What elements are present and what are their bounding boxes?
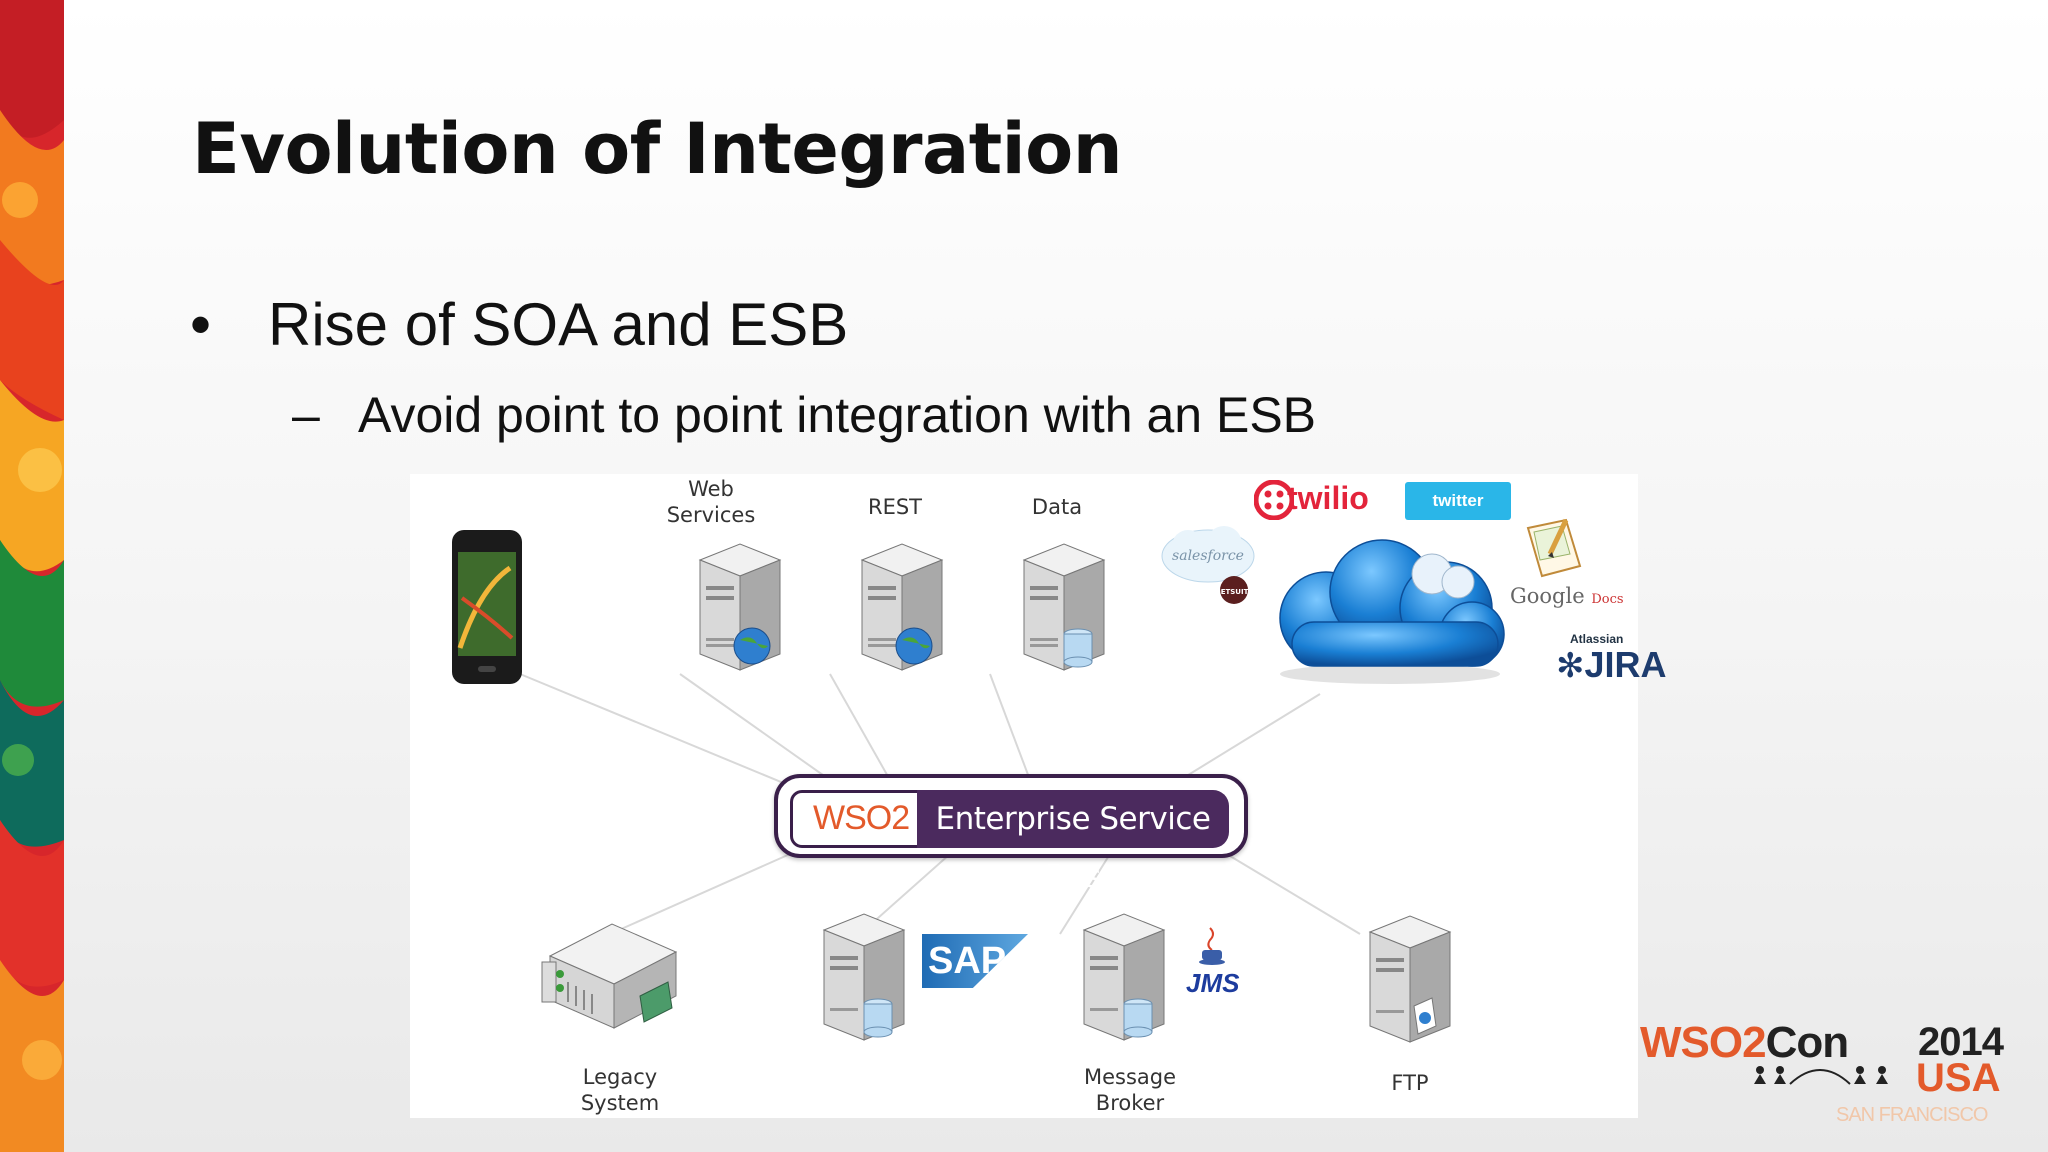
wso2-text: WSO2 [1640,1018,1767,1067]
people-figures-icon [1754,1066,1888,1085]
event-year: 2014 [1918,1020,2004,1064]
globe-icon [733,627,771,665]
message-broker-server-icon [1074,912,1170,1044]
docs-text: Docs [1591,592,1624,607]
twilio-logo-icon [1254,480,1294,520]
twitter-logo: twitter [1405,482,1511,520]
label-data: Data [1031,495,1083,519]
event-city: SAN FRANCISCO [1836,1104,1988,1126]
slide-title: Evolution of Integration [192,108,1123,190]
netsuite-text: NETSUITE [1218,588,1250,596]
con-text: Con [1765,1018,1850,1067]
label-rest: REST [867,495,923,519]
sub-bullet-text: Avoid point to point integration with an… [358,387,1317,443]
salesforce-cloud-icon: salesforce [1158,522,1258,590]
jira-text: JIRA [1584,644,1667,685]
wso2-logo-text: WSO2 [813,799,910,837]
web-services-server-icon [690,542,786,674]
legacy-server-icon [536,912,692,1030]
cloud-icon [1262,530,1518,686]
netsuite-badge-icon: NETSUITE [1218,574,1250,606]
label-ftp: FTP [1391,1071,1429,1095]
bullet-text: Rise of SOA and ESB [268,291,849,358]
wso2con-logo: WSO2Con 2014 USA SAN FRANCISCO [1640,1018,2010,1138]
decorative-side-art [0,0,64,1152]
connector-lines [519,673,1361,935]
java-cup-icon [1198,926,1228,966]
google-docs-label: Google Docs [1510,584,1624,608]
esb-label: Enterprise Service Bus [917,790,1229,895]
jms-logo: JMS [1186,968,1240,998]
salesforce-text: salesforce [1172,548,1244,564]
wso2-logo-box: WSO2 [790,790,920,848]
event-country: USA [1916,1056,2001,1100]
google-docs-icon [1522,514,1588,584]
wso2con-wordmark: WSO2Con [1640,1018,1850,1068]
ftp-server-icon [1360,914,1456,1046]
jira-logo: ✻JIRA [1556,644,1667,685]
data-server-icon [1014,542,1110,674]
sub-bullet-marker: – [292,387,320,443]
mobile-phone-icon [450,528,526,688]
esb-node: WSO2 Enterprise Service Bus [774,774,1248,895]
atlassian-text: Atlassian [1570,632,1624,646]
sap-server-icon [814,912,910,1044]
rest-server-icon [852,542,948,674]
google-text: Google [1510,584,1585,608]
twilio-logo-text: twilio [1287,480,1369,516]
bullet-marker: • [190,291,212,358]
